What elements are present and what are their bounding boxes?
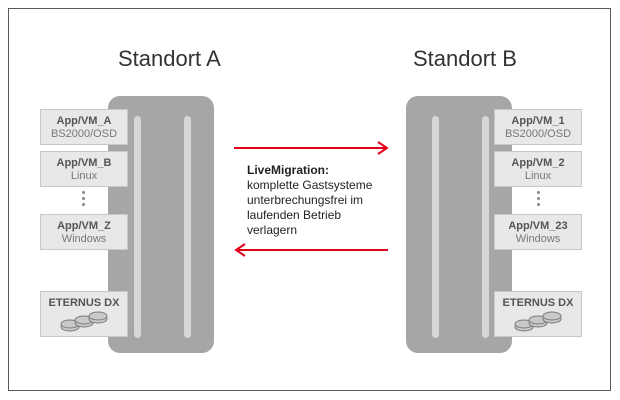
vm-os: Windows: [515, 233, 561, 245]
migration-line: komplette Gastsysteme: [247, 178, 373, 192]
migration-line: laufenden Betrieb: [247, 208, 342, 222]
site-a-vm-b: App/VM_B Linux: [40, 151, 128, 187]
vm-name: App/VM_1: [511, 115, 565, 127]
vm-name: App/VM_B: [56, 157, 112, 169]
storage-name: ETERNUS DX: [502, 297, 574, 309]
site-a-title: Standort A: [118, 46, 221, 71]
vm-os: BS2000/OSD: [504, 128, 572, 140]
vm-os: BS2000/OSD: [50, 128, 118, 140]
more-vms-ellipsis-icon: [80, 191, 86, 209]
site-b-storage: ETERNUS DX: [494, 291, 582, 337]
vm-os: Linux: [524, 170, 552, 182]
migration-description: LiveMigration: komplette Gastsysteme unt…: [247, 163, 372, 238]
migration-arrow-left-icon: [234, 243, 388, 257]
site-b-vm-2: App/VM_2 Linux: [494, 151, 582, 187]
vm-name: App/VM_A: [56, 115, 112, 127]
disk-stack-icon: [514, 311, 562, 332]
vm-name: App/VM_23: [508, 220, 568, 232]
vm-os: Windows: [61, 233, 107, 245]
disk-stack-icon: [60, 311, 108, 332]
migration-title: LiveMigration:: [247, 163, 330, 177]
vm-name: App/VM_2: [511, 157, 565, 169]
migration-line: unterbrechungsfrei im: [247, 193, 364, 207]
vm-name: App/VM_Z: [57, 220, 111, 232]
site-b-title: Standort B: [413, 46, 517, 71]
more-vms-ellipsis-icon: [535, 191, 541, 209]
storage-name: ETERNUS DX: [48, 297, 120, 309]
site-a-vm-z: App/VM_Z Windows: [40, 214, 128, 250]
site-a-storage: ETERNUS DX: [40, 291, 128, 337]
migration-line: verlagern: [247, 223, 298, 237]
migration-arrow-right-icon: [234, 141, 389, 155]
site-a-vm-a: App/VM_A BS2000/OSD: [40, 109, 128, 145]
rack-rail: [432, 116, 439, 338]
vm-os: Linux: [70, 170, 98, 182]
site-b-vm-1: App/VM_1 BS2000/OSD: [494, 109, 582, 145]
rack-rail: [482, 116, 489, 338]
site-b-vm-23: App/VM_23 Windows: [494, 214, 582, 250]
rack-rail: [184, 116, 191, 338]
rack-rail: [134, 116, 141, 338]
